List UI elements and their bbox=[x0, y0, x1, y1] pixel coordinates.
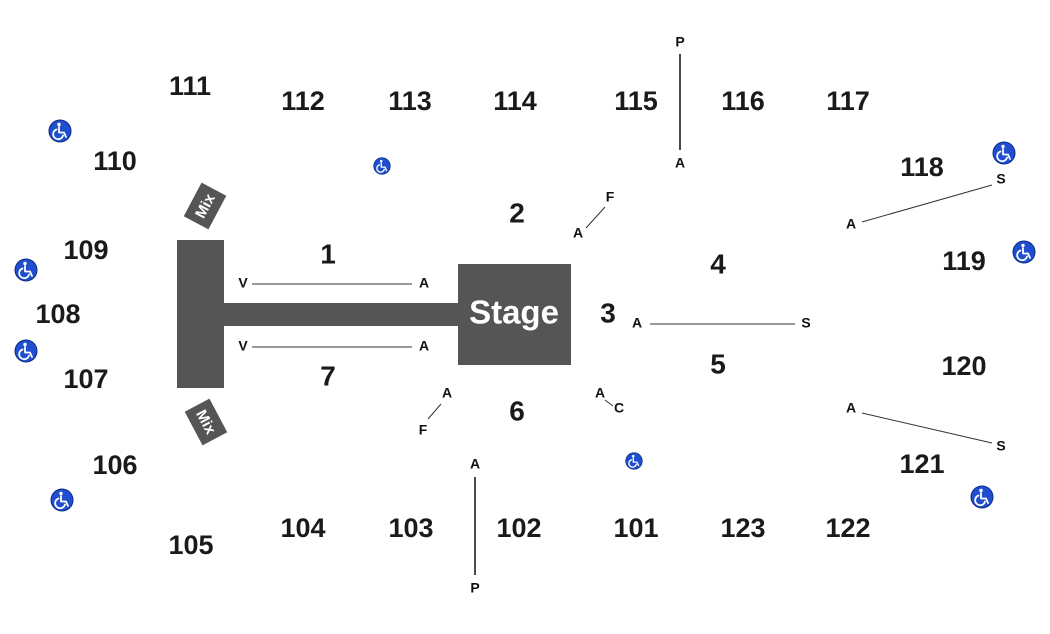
floor-section-7[interactable]: 7 bbox=[320, 360, 336, 391]
row-line-section-118 bbox=[861, 184, 993, 223]
floor-section-2[interactable]: 2 bbox=[509, 197, 525, 228]
section-111[interactable]: 111 bbox=[169, 71, 211, 101]
row-marker: A bbox=[595, 385, 605, 401]
section-118[interactable]: 118 bbox=[900, 152, 944, 182]
row-line-section-2 bbox=[585, 206, 606, 229]
section-115[interactable]: 115 bbox=[614, 86, 658, 116]
row-line-section-6-right bbox=[604, 399, 614, 407]
floor-section-4[interactable]: 4 bbox=[710, 248, 726, 279]
row-marker: A bbox=[419, 275, 429, 291]
section-117[interactable]: 117 bbox=[826, 86, 870, 116]
row-marker: A bbox=[573, 225, 583, 241]
row-marker: A bbox=[846, 216, 856, 232]
section-122[interactable]: 122 bbox=[825, 513, 870, 543]
row-marker: A bbox=[632, 315, 642, 331]
row-marker: S bbox=[996, 438, 1005, 454]
row-marker: A bbox=[675, 155, 685, 171]
section-107[interactable]: 107 bbox=[63, 364, 108, 394]
section-121[interactable]: 121 bbox=[899, 449, 944, 479]
floor-section-3[interactable]: 3 bbox=[600, 297, 616, 328]
row-marker: C bbox=[614, 400, 624, 416]
section-106[interactable]: 106 bbox=[92, 450, 137, 480]
row-line-section-6 bbox=[427, 403, 442, 420]
wheelchair-icon bbox=[992, 141, 1016, 165]
section-104[interactable]: 104 bbox=[280, 513, 325, 543]
stage-runway bbox=[224, 303, 460, 326]
stage-label: Stage bbox=[469, 294, 559, 331]
section-113[interactable]: 113 bbox=[388, 86, 432, 116]
row-marker: A bbox=[442, 385, 452, 401]
stage-wing bbox=[177, 240, 224, 388]
wheelchair-icon bbox=[625, 452, 643, 470]
row-marker: V bbox=[238, 338, 248, 354]
floor-section-5[interactable]: 5 bbox=[710, 348, 726, 379]
wheelchair-icon bbox=[14, 339, 38, 363]
section-101[interactable]: 101 bbox=[613, 513, 658, 543]
section-112[interactable]: 112 bbox=[281, 86, 325, 116]
wheelchair-icon bbox=[14, 258, 38, 282]
section-120[interactable]: 120 bbox=[941, 351, 986, 381]
row-marker: A bbox=[419, 338, 429, 354]
row-marker: P bbox=[675, 34, 684, 50]
wheelchair-icon bbox=[48, 119, 72, 143]
wheelchair-icon bbox=[373, 157, 391, 175]
section-119[interactable]: 119 bbox=[942, 246, 986, 276]
section-116[interactable]: 116 bbox=[721, 86, 765, 116]
section-109[interactable]: 109 bbox=[63, 235, 108, 265]
row-marker: F bbox=[419, 422, 428, 438]
floor-section-6[interactable]: 6 bbox=[509, 395, 525, 426]
section-110[interactable]: 110 bbox=[93, 146, 137, 176]
section-103[interactable]: 103 bbox=[388, 513, 433, 543]
section-123[interactable]: 123 bbox=[720, 513, 765, 543]
stage[interactable] bbox=[458, 264, 571, 365]
wheelchair-icon bbox=[970, 485, 994, 509]
row-marker: F bbox=[606, 189, 615, 205]
mix-position-bottom[interactable]: Mix bbox=[184, 398, 228, 446]
section-114[interactable]: 114 bbox=[493, 86, 537, 116]
row-marker: V bbox=[238, 275, 248, 291]
wheelchair-icon bbox=[50, 488, 74, 512]
section-108[interactable]: 108 bbox=[35, 299, 80, 329]
wheelchair-icon bbox=[1012, 240, 1036, 264]
row-marker: A bbox=[846, 400, 856, 416]
mix-position-top[interactable]: Mix bbox=[183, 182, 227, 230]
section-102[interactable]: 102 bbox=[496, 513, 541, 543]
row-marker: A bbox=[470, 456, 480, 472]
floor-section-1[interactable]: 1 bbox=[320, 238, 336, 269]
row-marker: S bbox=[801, 315, 810, 331]
row-marker: P bbox=[470, 580, 479, 596]
row-line-section-121 bbox=[861, 412, 993, 444]
row-marker: S bbox=[996, 171, 1005, 187]
section-105[interactable]: 105 bbox=[168, 530, 213, 560]
